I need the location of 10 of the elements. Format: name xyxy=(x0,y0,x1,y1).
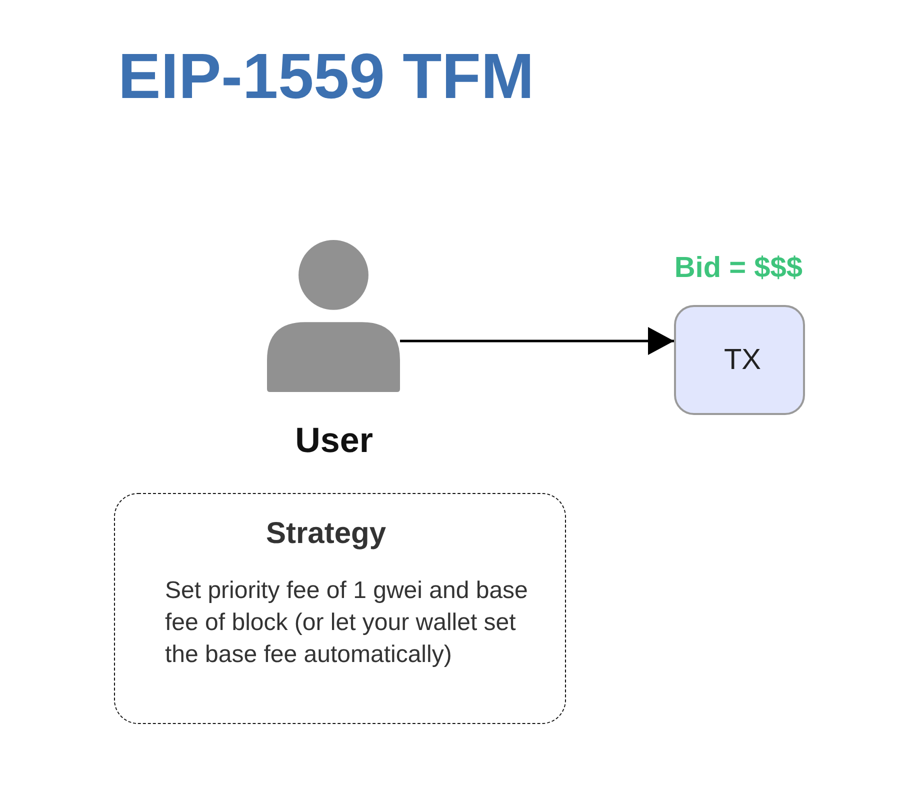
box-label: TX xyxy=(722,343,762,377)
dashed-rounded-box xyxy=(114,493,566,724)
arrow xyxy=(400,327,674,355)
box-text: Set priority fee of 1 gwei and base fee of block (or let your wallet set the base fee automatically) xyxy=(165,576,529,670)
box-heading: Strategy xyxy=(264,517,388,551)
person-icon xyxy=(267,240,400,392)
rounded-box xyxy=(674,305,805,415)
person-name-label: User xyxy=(294,421,374,461)
bid-label: Bid = $$$ xyxy=(673,251,804,285)
title: EIP-1559 TFM xyxy=(118,44,534,108)
